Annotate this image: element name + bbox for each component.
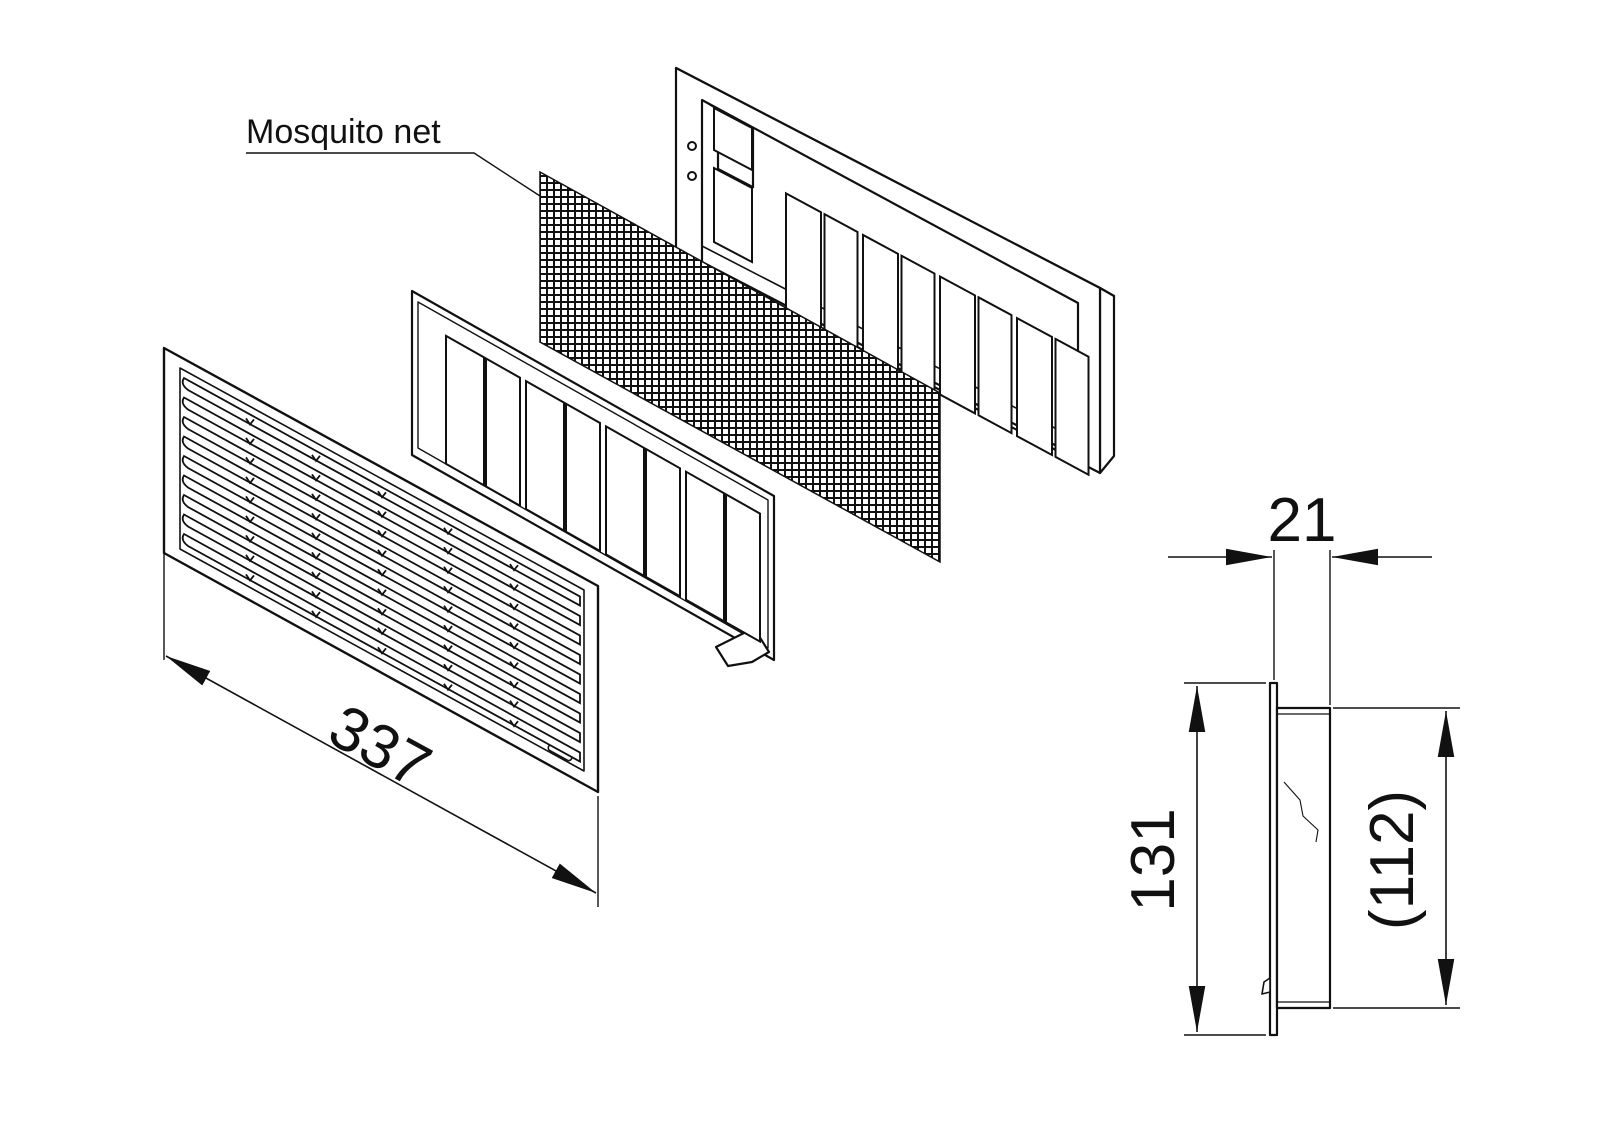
back-frame-slat [977, 295, 1013, 435]
louvre-notch [311, 512, 321, 521]
louvre-notch [509, 622, 519, 631]
louvre-notch [377, 588, 387, 597]
back-frame-window [713, 106, 753, 172]
louvre-notch [245, 476, 255, 485]
back-frame-slat [900, 254, 936, 394]
louvre-notch [311, 551, 321, 560]
louvre-notch [311, 454, 321, 463]
mosquito-net [539, 170, 941, 564]
back-frame-slat [823, 212, 859, 352]
back-frame-slat [785, 191, 822, 332]
louvre-notch [245, 515, 255, 524]
louvre-notch [509, 563, 519, 572]
louvre-notch [377, 607, 387, 616]
louvre-notch [377, 646, 387, 655]
louvre-notch [509, 602, 519, 611]
height-inner-dimension-value: (112) [1358, 790, 1427, 930]
louvre-notch [377, 510, 387, 519]
louvre-notch [245, 456, 255, 465]
back-frame-window [713, 166, 753, 264]
back-frame-slat [862, 233, 899, 374]
dimension-height-inner [1333, 707, 1460, 1009]
louvre-notch [245, 554, 255, 563]
louvre-notch [443, 624, 453, 633]
side-section-view [1261, 681, 1332, 1037]
louvre-notch [377, 549, 387, 558]
screw-hole [687, 171, 697, 181]
louvre-notch [443, 585, 453, 594]
louvre-notch [443, 644, 453, 653]
width-dimension-value: 337 [318, 692, 442, 802]
dimension-depth [1168, 548, 1432, 705]
louvre-notch [443, 546, 453, 555]
leader-line [246, 152, 541, 197]
louvre-notch [377, 627, 387, 636]
louvre-notch [443, 527, 453, 536]
depth-dimension-value: 21 [1268, 486, 1337, 555]
louvre-notch [311, 473, 321, 482]
louvre-notch [377, 490, 387, 499]
louvre-notch [377, 568, 387, 577]
middle-frame-slat [645, 447, 681, 599]
back-frame-slat [1054, 337, 1090, 477]
back-frame-slat [939, 274, 976, 416]
back-frame-slat [1016, 316, 1053, 457]
louvre-notch [245, 495, 255, 504]
louvre-notch [311, 532, 321, 541]
dimension-width [163, 553, 599, 907]
louvre-notch [311, 610, 321, 619]
louvre-notch [311, 590, 321, 599]
dimension-height-outer [1184, 682, 1266, 1036]
middle-frame-slat [525, 379, 565, 533]
middle-frame-slat [605, 424, 645, 578]
middle-frame-slat [565, 402, 601, 553]
louvre-notch [311, 493, 321, 502]
dimension-line-width [165, 655, 597, 894]
mosquito-net-label: Mosquito net [246, 113, 441, 151]
louvre-notch [443, 566, 453, 575]
middle-frame-slat [685, 469, 725, 623]
middle-frame-slat [445, 334, 485, 488]
middle-frame-slat [485, 356, 521, 508]
louvre-notch [377, 529, 387, 538]
mosquito-net-callout: Mosquito net [246, 113, 541, 197]
louvre-notch [245, 573, 255, 582]
screw-hole [687, 141, 697, 151]
louvre-notch [509, 641, 519, 650]
middle-frame-slats [445, 334, 761, 644]
louvre-notch [245, 534, 255, 543]
height-outer-dimension-value: 131 [1119, 808, 1188, 911]
louvre-notch [245, 437, 255, 446]
middle-frame-slat [725, 492, 761, 644]
louvre-notch [245, 417, 255, 426]
louvre-notch [509, 583, 519, 592]
louvre-notch [443, 605, 453, 614]
back-frame-slats [687, 106, 1090, 477]
louvre-notch [311, 571, 321, 580]
